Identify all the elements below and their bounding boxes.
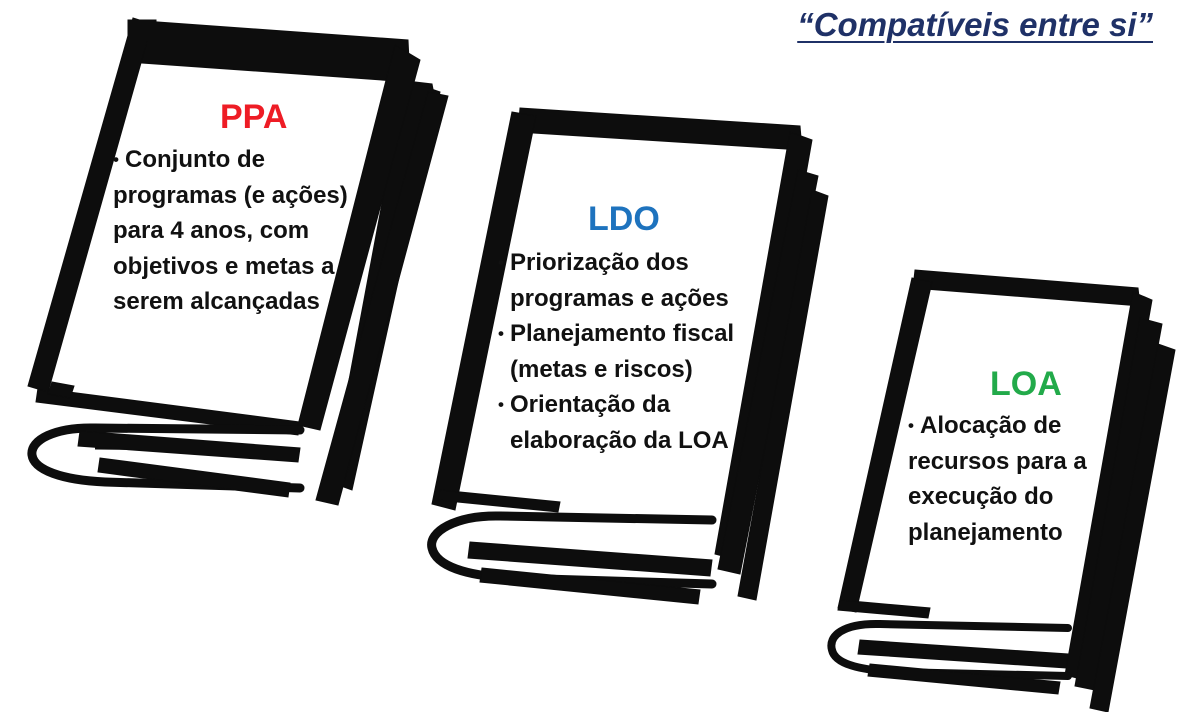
ldo-bullet-1: Priorização dos programas e ações: [498, 245, 734, 316]
ldo-title: LDO: [588, 200, 660, 238]
bullet-line: elaboração da LOA: [510, 426, 729, 454]
bullet-line: (metas e riscos): [510, 355, 693, 383]
bullet-line: objetivos e metas a: [113, 252, 335, 280]
loa-bullet-list: Alocação de recursos para a execução do …: [908, 408, 1087, 550]
bullet-line: Orientação da: [510, 391, 671, 418]
compatibility-heading: “Compatíveis entre si”: [797, 6, 1153, 43]
ldo-bullet-3: Orientação da elaboração da LOA: [498, 387, 734, 458]
loa-document-icon: [827, 269, 1176, 712]
loa-bullet-1: Alocação de recursos para a execução do …: [908, 408, 1087, 550]
bullet-line: programas (e ações): [113, 181, 348, 209]
bullet-line: Planejamento fiscal: [510, 320, 735, 347]
bullet-line: para 4 anos, com: [113, 217, 310, 244]
ppa-title: PPA: [220, 98, 288, 136]
ppa-document-icon: [27, 17, 449, 506]
ppa-bullet-list: Conjunto de programas (e ações) para 4 a…: [113, 142, 348, 320]
bullet-line: Alocação de: [920, 412, 1062, 439]
ppa-bullet-1: Conjunto de programas (e ações) para 4 a…: [113, 142, 348, 320]
ldo-document-icon: [427, 107, 829, 605]
bullet-line: Conjunto de: [125, 146, 265, 173]
bullet-line: serem alcançadas: [113, 288, 320, 315]
ldo-bullet-list: Priorização dos programas e ações Planej…: [498, 245, 734, 458]
bullet-line: execução do: [908, 483, 1054, 510]
bullet-line: Priorização dos: [510, 249, 689, 276]
bullet-line: programas e ações: [510, 284, 729, 312]
bullet-line: planejamento: [908, 518, 1063, 546]
bullet-line: recursos para a: [908, 447, 1087, 475]
ldo-bullet-2: Planejamento fiscal (metas e riscos): [498, 316, 734, 387]
loa-title: LOA: [990, 365, 1062, 403]
